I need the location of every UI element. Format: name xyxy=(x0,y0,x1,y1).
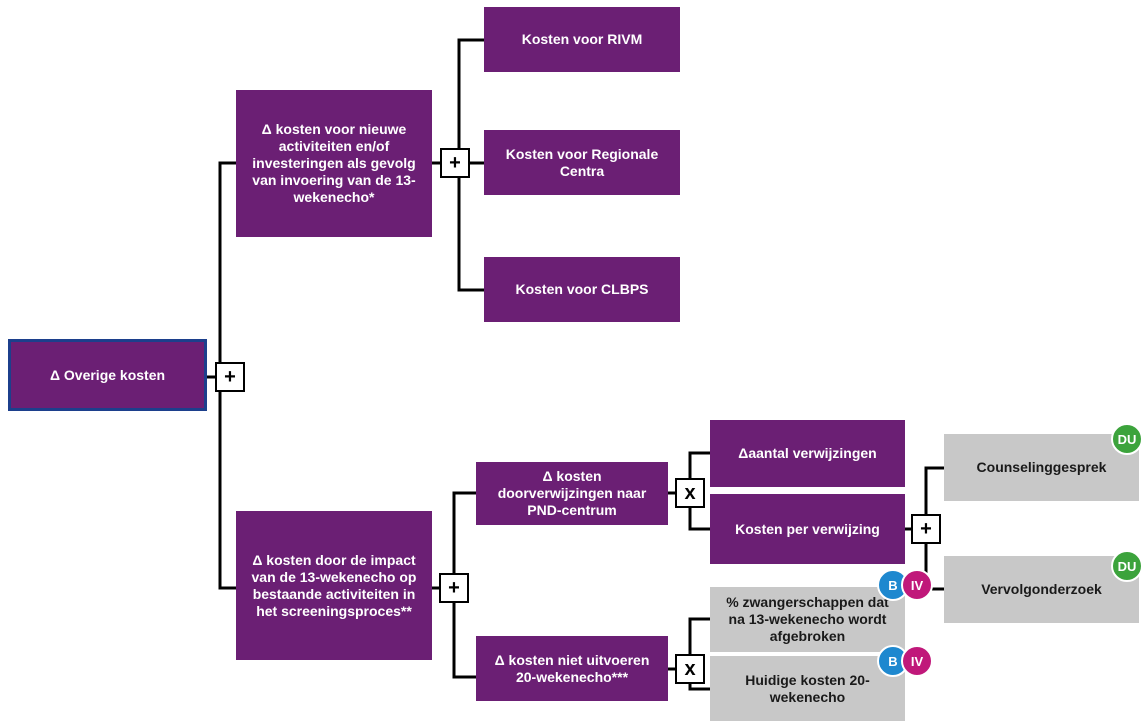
node-niet-uitvoeren-20-wekenecho: Δ kosten niet uitvoeren 20-wekenecho*** xyxy=(476,636,668,701)
times-operator-referrals: x xyxy=(675,478,705,508)
node-impact-bestaande-activiteiten: Δ kosten door de impact van de 13-wekene… xyxy=(236,511,432,660)
node-kosten-regionale-centra: Kosten voor Regionale Centra xyxy=(484,130,680,195)
plus-operator-impact: + xyxy=(439,573,469,603)
iv-badge-huidige-kosten: IV xyxy=(901,645,933,677)
node-counselinggesprek: Counselinggesprek xyxy=(944,434,1139,501)
node-overige-kosten: Δ Overige kosten xyxy=(8,339,207,411)
plus-operator-cost-per-referral: + xyxy=(911,514,941,544)
times-operator-not-20: x xyxy=(675,654,705,684)
plus-operator-root: + xyxy=(215,362,245,392)
node-kosten-per-verwijzing: Kosten per verwijzing xyxy=(710,494,905,564)
node-vervolgonderzoek: Vervolgonderzoek xyxy=(944,556,1139,623)
node-zwangerschappen-afgebroken: % zwangerschappen dat na 13-wekenecho wo… xyxy=(710,587,905,652)
node-huidige-kosten-20-wekenecho: Huidige kosten 20-wekenecho xyxy=(710,656,905,721)
node-kosten-clbps: Kosten voor CLBPS xyxy=(484,257,680,322)
iv-badge-zwangerschappen: IV xyxy=(901,569,933,601)
du-badge-vervolgonderzoek: DU xyxy=(1111,550,1143,582)
du-badge-counseling: DU xyxy=(1111,423,1143,455)
node-kosten-rivm: Kosten voor RIVM xyxy=(484,7,680,72)
node-nieuwe-activiteiten: Δ kosten voor nieuwe activiteiten en/of … xyxy=(236,90,432,237)
node-aantal-verwijzingen: Δaantal verwijzingen xyxy=(710,420,905,487)
b-badge-zwangerschappen: B xyxy=(877,569,909,601)
plus-operator-new-activities: + xyxy=(440,148,470,178)
node-doorverwijzingen: Δ kosten doorverwijzingen naar PND-centr… xyxy=(476,462,668,525)
